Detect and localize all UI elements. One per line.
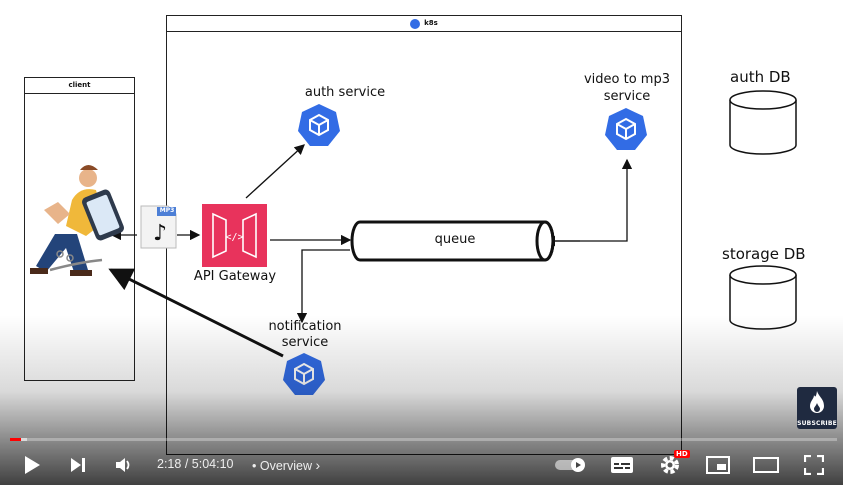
subtitles-icon xyxy=(611,457,633,473)
subscribe-label: SUBSCRIBE xyxy=(797,420,837,427)
subtitles-button[interactable] xyxy=(608,452,636,478)
notification-service-kubernetes-icon xyxy=(283,353,325,395)
total-time: 5:04:10 xyxy=(191,457,234,471)
api-gateway-label: API Gateway xyxy=(193,269,277,284)
video-service-kubernetes-icon xyxy=(605,108,647,150)
autoplay-toggle[interactable] xyxy=(553,452,589,478)
mp3-file-icon: ♪ xyxy=(140,205,177,249)
hd-badge: HD xyxy=(674,450,690,458)
auth-db-cylinder xyxy=(729,90,797,155)
current-time: 2:18 xyxy=(157,457,182,471)
play-icon xyxy=(25,456,40,474)
miniplayer-icon xyxy=(706,456,730,474)
auth-db-label: auth DB xyxy=(730,68,791,86)
chapter-title: Overview xyxy=(259,459,312,473)
chapter-bullet: • xyxy=(252,459,257,473)
video-service-label-line2: service xyxy=(603,89,651,104)
mp3-tag: MP3 xyxy=(159,207,175,214)
fullscreen-icon xyxy=(804,455,824,475)
svg-text:♪: ♪ xyxy=(153,221,167,246)
next-button[interactable] xyxy=(64,452,92,478)
auth-service-label: auth service xyxy=(304,85,386,100)
storage-db-label: storage DB xyxy=(722,245,806,263)
k8s-title: k8s xyxy=(424,19,438,27)
next-icon xyxy=(71,458,85,472)
time-separator: / xyxy=(184,457,189,471)
chapter-button[interactable]: • Overview › xyxy=(252,457,320,473)
svg-text:</>: </> xyxy=(225,232,243,243)
notification-service-label-line2: service xyxy=(281,335,329,350)
client-title: client xyxy=(25,78,134,94)
notification-service-label-line1: notification xyxy=(268,319,342,334)
settings-icon xyxy=(661,456,679,474)
api-gateway-icon: </> xyxy=(202,204,267,267)
video-service-label-line1: video to mp3 xyxy=(583,72,670,87)
subscribe-watermark[interactable]: SUBSCRIBE xyxy=(797,387,837,429)
queue-label: queue xyxy=(434,232,476,247)
volume-icon xyxy=(116,458,130,472)
storage-db-cylinder xyxy=(729,265,797,330)
flame-icon xyxy=(810,391,824,413)
chevron-right-icon: › xyxy=(315,457,321,473)
fullscreen-button[interactable] xyxy=(800,452,828,478)
miniplayer-button[interactable] xyxy=(704,452,732,478)
client-person-illustration xyxy=(30,165,125,276)
theater-mode-icon xyxy=(753,457,779,473)
volume-button[interactable] xyxy=(110,452,138,478)
time-display: 2:18 / 5:04:10 xyxy=(157,457,234,471)
kubernetes-icon xyxy=(410,18,421,29)
k8s-title-bar: k8s xyxy=(167,16,681,32)
progress-fill xyxy=(10,438,21,441)
auth-service-kubernetes-icon xyxy=(298,104,340,146)
settings-button[interactable]: HD xyxy=(656,450,690,478)
theater-mode-button[interactable] xyxy=(750,452,782,478)
queue-shape xyxy=(350,220,555,262)
autoplay-toggle-icon xyxy=(555,458,585,472)
progress-bar[interactable] xyxy=(10,438,837,441)
play-button[interactable] xyxy=(18,452,46,478)
